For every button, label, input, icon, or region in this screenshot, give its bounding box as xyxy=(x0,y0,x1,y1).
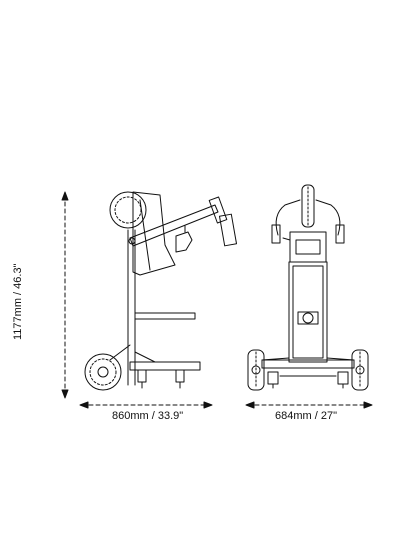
width-dimension-label: 860mm / 33.9" xyxy=(112,410,184,422)
side-view xyxy=(85,192,237,390)
width-dimension-line xyxy=(80,402,212,408)
depth-dimension-label: 684mm / 27" xyxy=(275,410,337,422)
depth-dimension-line xyxy=(246,402,372,408)
height-dimension-line xyxy=(62,192,68,398)
height-dimension-label: 1177mm / 46.3" xyxy=(12,263,24,340)
front-view xyxy=(248,185,368,390)
